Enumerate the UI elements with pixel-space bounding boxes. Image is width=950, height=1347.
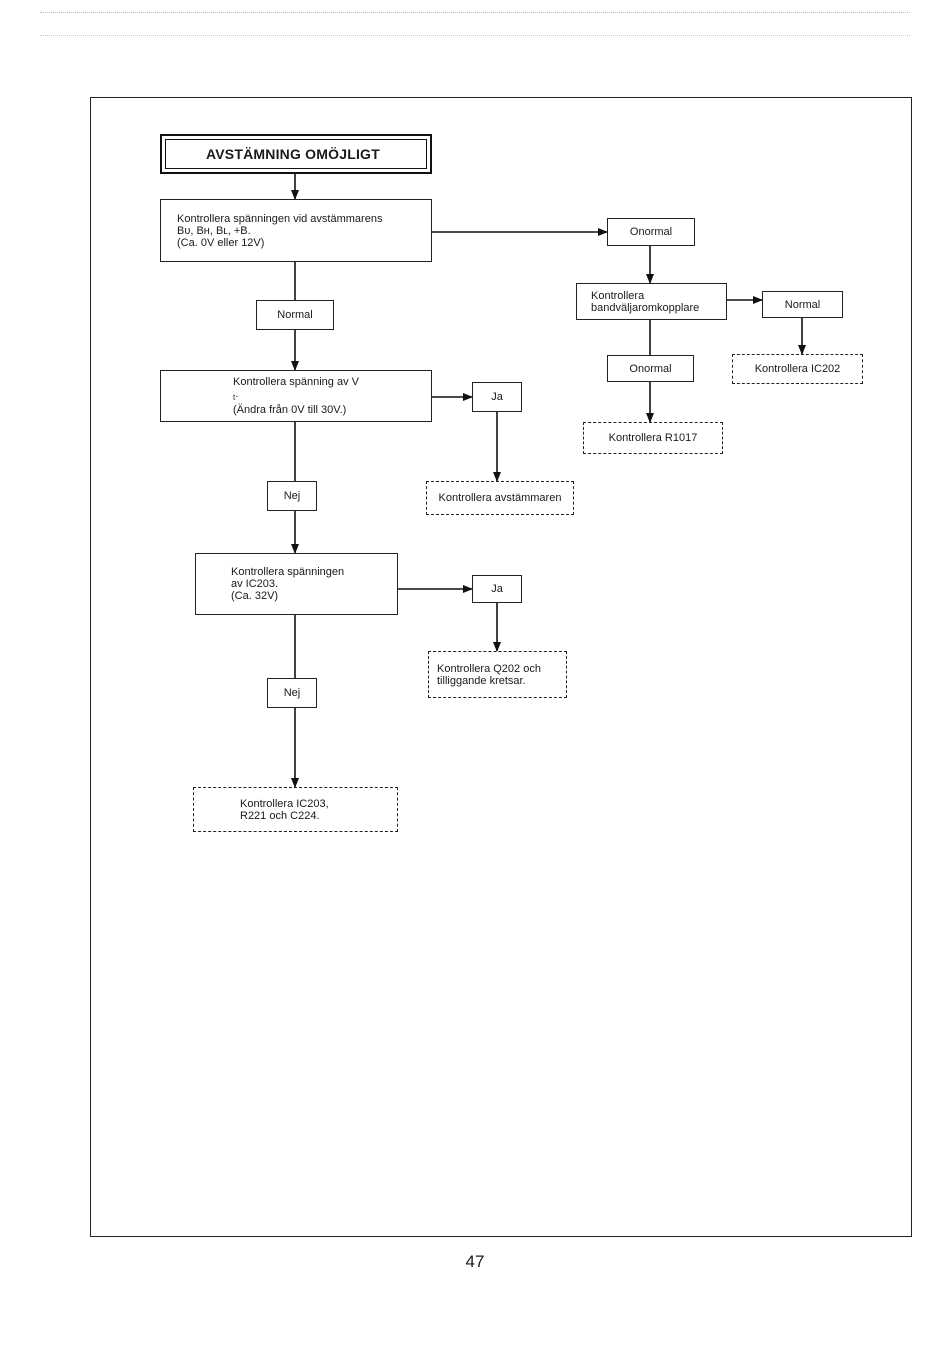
node-text: Nej <box>283 687 301 699</box>
node-text: Normal <box>784 298 821 311</box>
node-text: Kontrollera spänningen <box>231 566 345 578</box>
node-text: Ja <box>491 583 503 595</box>
node-text: (Ca. 32V) <box>231 590 279 602</box>
node-text: Normal <box>277 309 313 321</box>
node-text: Onormal <box>629 362 672 375</box>
page-number: 47 <box>465 1252 485 1271</box>
node-normal-1: Normal <box>256 300 334 330</box>
node-text: Kontrollera IC202 <box>754 363 841 375</box>
node-text: Kontrollera Q202 och <box>437 662 541 675</box>
node-text: bandväljaromkopplare <box>591 301 700 314</box>
node-normal-2: Normal <box>762 291 843 318</box>
node-text: Kontrollera R1017 <box>608 432 698 444</box>
node-text: Kontrollera spänningen vid avstämmarens <box>177 212 383 225</box>
node-text: tilliggande kretsar. <box>437 674 526 687</box>
node-text: Onormal <box>629 226 673 238</box>
node-text: Kontrollera IC203, <box>240 797 329 810</box>
node-text: (Ändra från 0V till 30V.) <box>233 404 347 417</box>
node-check-ic203-voltage: Kontrollera spänningen av IC203. (Ca. 32… <box>195 553 398 615</box>
scan-noise-top <box>40 12 910 36</box>
node-text: Nej <box>283 490 301 502</box>
node-ja-2: Ja <box>472 575 522 603</box>
node-text: Bᴜ, Bʜ, Bʟ, +B. <box>177 224 251 237</box>
node-check-tuner: Kontrollera avstämmaren <box>426 481 574 515</box>
node-check-band-switch: Kontrollera bandväljaromkopplare <box>576 283 727 320</box>
page-frame <box>90 97 912 1237</box>
node-onormal-1: Onormal <box>607 218 695 246</box>
node-text: Kontrollera <box>591 289 645 302</box>
node-nej-1: Nej <box>267 481 317 511</box>
node-check-r1017: Kontrollera R1017 <box>583 422 723 454</box>
node-text: av IC203. <box>231 578 279 590</box>
node-text: (Ca. 0V eller 12V) <box>177 236 265 249</box>
title-text: AVSTÄMNING OMÖJLIGT <box>206 146 380 162</box>
node-text: Kontrollera avstämmaren <box>438 492 562 504</box>
title-box: AVSTÄMNING OMÖJLIGT <box>160 134 432 174</box>
node-ja-1: Ja <box>472 382 522 412</box>
node-check-ic203-parts: Kontrollera IC203, R221 och C224. <box>193 787 398 832</box>
node-text: R221 och C224. <box>240 809 320 822</box>
node-onormal-2: Onormal <box>607 355 694 382</box>
node-text: Ja <box>491 391 503 403</box>
node-check-tuner-voltage: Kontrollera spänningen vid avstämmarens … <box>160 199 432 262</box>
node-check-ic202: Kontrollera IC202 <box>732 354 863 384</box>
node-nej-2: Nej <box>267 678 317 708</box>
node-check-q202: Kontrollera Q202 och tilliggande kretsar… <box>428 651 567 698</box>
